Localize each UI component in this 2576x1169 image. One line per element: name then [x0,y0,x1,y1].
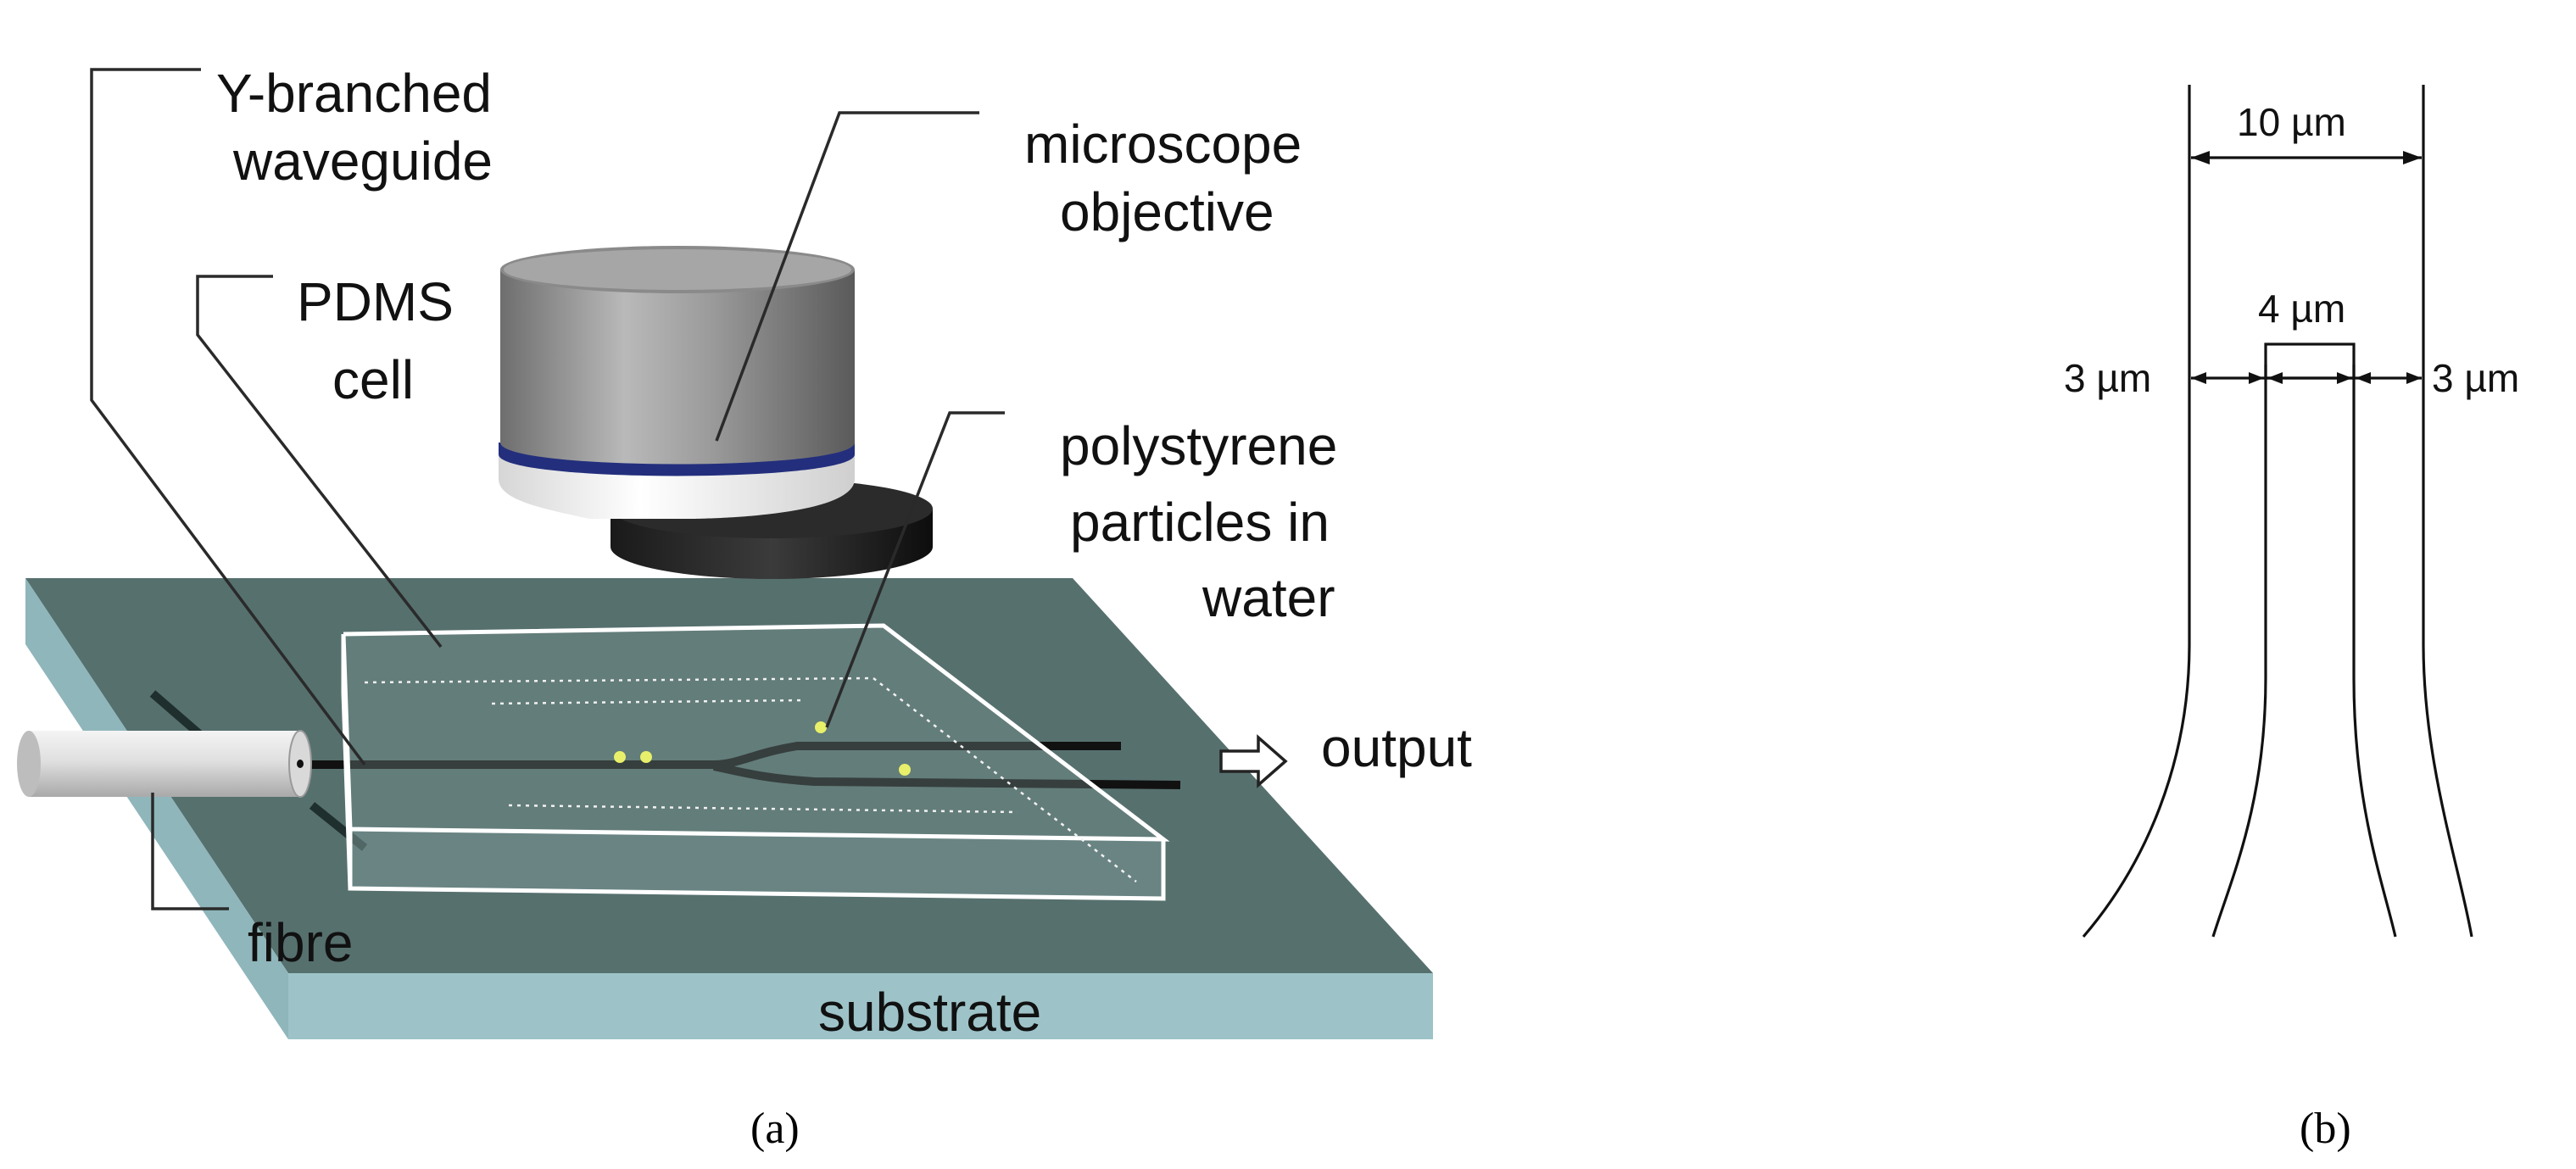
core-right-edge [2352,365,2397,938]
core-left-edge [2211,365,2267,938]
fibre-cylinder [17,730,312,798]
label-waveguide-line2: waveguide [232,131,493,192]
leader-objective [715,111,979,442]
caption-a: (a) [750,1105,800,1153]
core-top-box [2264,342,2356,380]
particle-dot [614,751,626,763]
label-pdms-line1: PDMS [297,271,454,332]
label-waveguide-line1: Y-branched [216,63,492,124]
leader-pdms [196,275,443,649]
y-branched-waveguide [297,742,1181,789]
leader-lines [90,68,1005,910]
outer-left-edge [2082,85,2191,938]
dimension-gaps [2191,372,2422,384]
label-output: output [1321,717,1472,778]
label-substrate: substrate [818,982,1041,1043]
microscope-objective [499,246,933,579]
dimension-10um [2191,151,2422,164]
label-particles-line3: water [1202,567,1335,628]
waveguide-outline [2082,85,2473,938]
label-pdms-line2: cell [332,349,414,410]
substrate-bottom-face [288,973,1433,1039]
caption-b: (b) [2300,1105,2351,1153]
leader-particles [825,411,1005,728]
output-arrow-icon [1219,734,1288,788]
substrate-front-face [25,578,288,1039]
particle-dot [640,751,652,763]
leader-waveguide [90,68,366,766]
outer-right-edge [2422,85,2473,938]
dim-label-right-gap: 3 µm [2432,356,2519,400]
label-objective-line1: microscope [1024,114,1302,175]
pdms-cell [341,623,1170,901]
panel-b-waveguide-dimensions: 10 µm 4 µm 3 µm 3 µm (b) [2064,85,2519,1153]
dim-label-left-gap: 3 µm [2064,356,2151,400]
polystyrene-particles [614,721,911,776]
label-fibre: fibre [248,912,354,973]
dim-label-outer-width: 10 µm [2237,100,2346,144]
particle-dot [815,721,827,733]
particle-dot [899,764,911,776]
label-objective-line2: objective [1060,181,1274,242]
panel-a-setup-illustration: Y-branched waveguide microscope objectiv… [17,63,1472,1153]
leader-fibre [151,793,229,910]
label-particles-line2: particles in [1070,492,1330,553]
dim-label-core-width: 4 µm [2258,287,2345,331]
label-particles-line1: polystyrene [1060,415,1337,476]
